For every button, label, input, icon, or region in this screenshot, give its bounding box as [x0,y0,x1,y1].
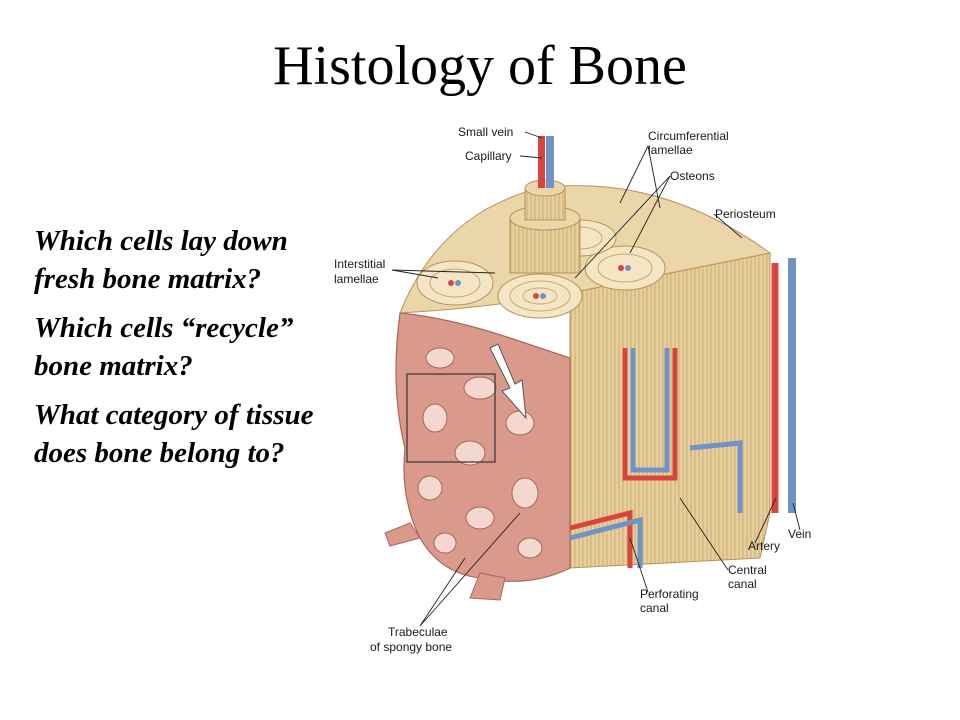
label-capillary: Capillary [465,149,512,163]
label-trabeculae-1: Trabeculae [388,625,448,639]
label-vein: Vein [788,527,811,541]
label-artery: Artery [748,539,780,553]
question-list: Which cells lay down fresh bone matrix? … [34,222,324,483]
question-1: Which cells lay down fresh bone matrix? [34,225,288,295]
trabecula-space [417,475,443,501]
trabecula-space [463,376,497,400]
trabecula-space [425,347,455,369]
trabecula-space [517,537,543,559]
page-title: Histology of Bone [273,35,687,97]
bone-histology-diagram: Small vein Capillary Circumferential lam… [334,125,811,654]
trabecula-space [511,477,539,509]
label-small-vein: Small vein [458,125,513,139]
trabecula-space [505,410,535,436]
trabecula-space [465,506,495,530]
magnification-arrow [489,343,527,420]
blood-vessels [569,258,796,568]
label-perforating-1: Perforating [640,587,699,601]
label-interstitial-1: Interstitial [334,257,385,271]
label-central-1: Central [728,563,767,577]
trabecula-space [422,403,448,433]
magnification-box [406,373,496,463]
label-perforating-2: canal [640,601,669,615]
question-2: Which cells “recycle” bone matrix? [34,312,294,382]
trabecula-space [433,532,457,554]
label-interstitial-2: lamellae [334,272,379,286]
trabecula-space [454,440,486,466]
label-central-2: canal [728,577,757,591]
label-circumferential-2: lamellae [648,143,693,157]
label-trabeculae-2: of spongy bone [370,640,452,654]
trabecula-protrusion [469,572,506,601]
label-osteons: Osteons [670,169,715,183]
label-circumferential-1: Circumferential [648,129,729,143]
raised-osteon [509,136,581,274]
leader-lines [391,131,801,627]
label-periosteum: Periosteum [715,207,776,221]
trabecula-protrusion [384,522,421,547]
question-3: What category of tissue does bone belong… [34,399,314,469]
